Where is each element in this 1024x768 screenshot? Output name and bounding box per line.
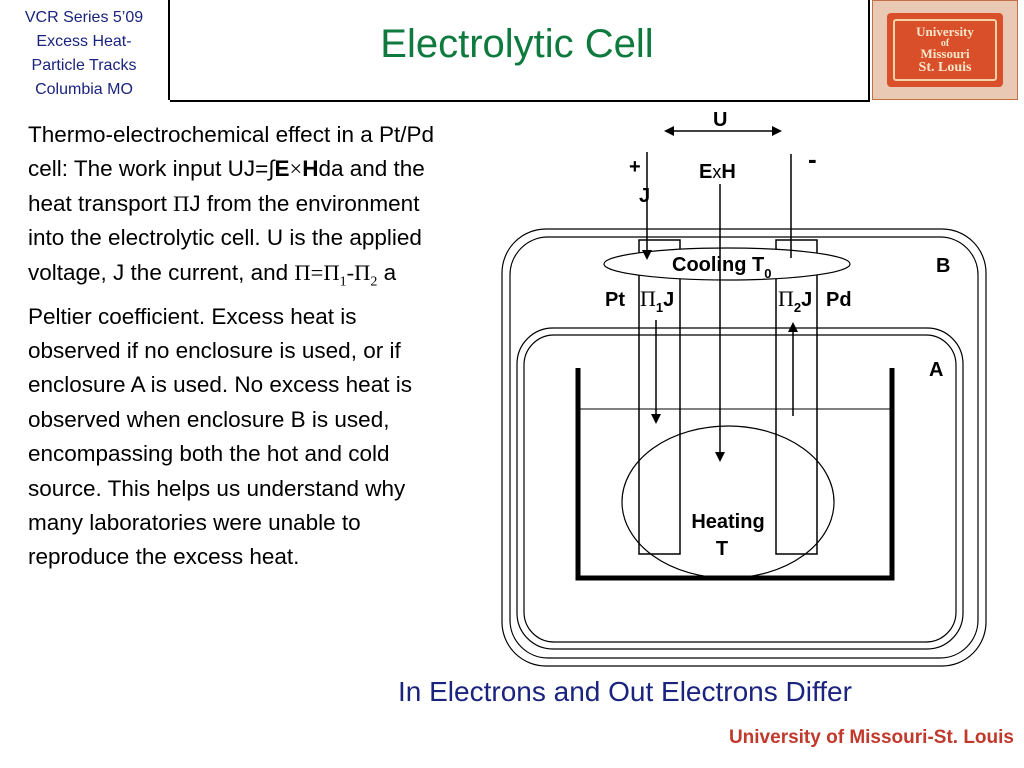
- diagram-caption: In Electrons and Out Electrons Differ: [398, 676, 852, 707]
- logo-text-4: St. Louis: [918, 60, 972, 75]
- pt-label: Pt: [605, 289, 625, 311]
- enclosure-b-inner: [509, 236, 979, 659]
- enclosure-a-inner: [523, 334, 957, 643]
- header-line-3: Particle Tracks: [31, 57, 137, 74]
- body-paragraph: Thermo-electrochemical effect in a Pt/Pd…: [28, 118, 446, 575]
- cooling-label: Cooling T0: [672, 254, 771, 281]
- pi2-symbol: Π: [778, 286, 794, 311]
- pi-subscript-1: 1: [339, 274, 347, 290]
- header-series-info: VCR Series 5’09 Excess Heat- Particle Tr…: [0, 0, 170, 100]
- university-logo: University of Missouri St. Louis: [872, 0, 1018, 100]
- enclosure-a-outer: [516, 327, 964, 650]
- header-line-2: Excess Heat-: [36, 33, 132, 50]
- cooling-text: Cooling T: [672, 254, 764, 276]
- cross-symbol: ×: [289, 156, 303, 182]
- minus-terminal-label: -: [808, 144, 817, 174]
- pt-electrode: [638, 239, 681, 555]
- body-text-1: Thermo-electrochemical effect in a Pt/Pd…: [28, 122, 435, 182]
- exh-cross: x: [712, 162, 721, 182]
- heating-t-label: T: [716, 538, 728, 560]
- electrolytic-cell-diagram: U + - J ExH Cooling T0 B A Pt Π1J Π2J Pd…: [501, 109, 987, 667]
- body-text-4: a Peltier coefficient. Excess heat is ob…: [28, 259, 412, 570]
- exh-label: ExH: [699, 161, 736, 183]
- pd-electrode: [775, 239, 818, 555]
- pi2-subscript: 2: [794, 300, 801, 315]
- cooling-subscript: 0: [764, 266, 771, 281]
- enclosure-a-label: A: [929, 359, 943, 381]
- pi-equation: Π=Π: [294, 259, 340, 285]
- pi-subscript-2: 2: [370, 274, 378, 290]
- heating-label: Heating: [691, 511, 764, 533]
- logo-emblem: University of Missouri St. Louis: [887, 13, 1003, 87]
- footer-university: University of Missouri-St. Louis: [728, 727, 1014, 748]
- body-text-2: da and the heat transport: [28, 156, 425, 216]
- cooling-region: [603, 247, 851, 281]
- pi-symbol: Π: [173, 190, 190, 216]
- slide-title: Electrolytic Cell: [380, 22, 654, 66]
- beaker: [575, 368, 895, 581]
- header-line-1: VCR Series 5’09: [24, 9, 144, 26]
- pi2-label: Π2J: [778, 286, 812, 315]
- pi1-current: J: [663, 289, 674, 311]
- logo-text-3: Missouri: [920, 46, 970, 61]
- enclosure-b-label: B: [936, 255, 950, 277]
- exh-e: E: [699, 161, 712, 183]
- h-vector: H: [302, 156, 319, 182]
- integral-symbol: ∫: [268, 156, 275, 182]
- enclosure-b-outer: [501, 228, 987, 667]
- logo-divider: [868, 0, 870, 102]
- header-divider: [170, 100, 870, 102]
- pi1-symbol: Π: [640, 286, 656, 311]
- plus-terminal-label: +: [629, 156, 641, 178]
- e-vector: E: [274, 156, 290, 182]
- voltage-label: U: [713, 109, 727, 131]
- pd-label: Pd: [826, 289, 852, 311]
- logo-text-2: of: [940, 38, 950, 49]
- header-line-4: Columbia MO: [35, 81, 133, 98]
- heating-region: [621, 425, 835, 579]
- body-text-3: J from the environment into the electrol…: [28, 190, 422, 285]
- pi-minus: -Π: [346, 259, 371, 285]
- exh-h: H: [721, 161, 735, 183]
- current-label: J: [639, 185, 650, 207]
- logo-text-1: University: [916, 24, 974, 39]
- pi2-current: J: [801, 289, 812, 311]
- pi1-subscript: 1: [656, 300, 663, 315]
- pi1-label: Π1J: [640, 286, 674, 315]
